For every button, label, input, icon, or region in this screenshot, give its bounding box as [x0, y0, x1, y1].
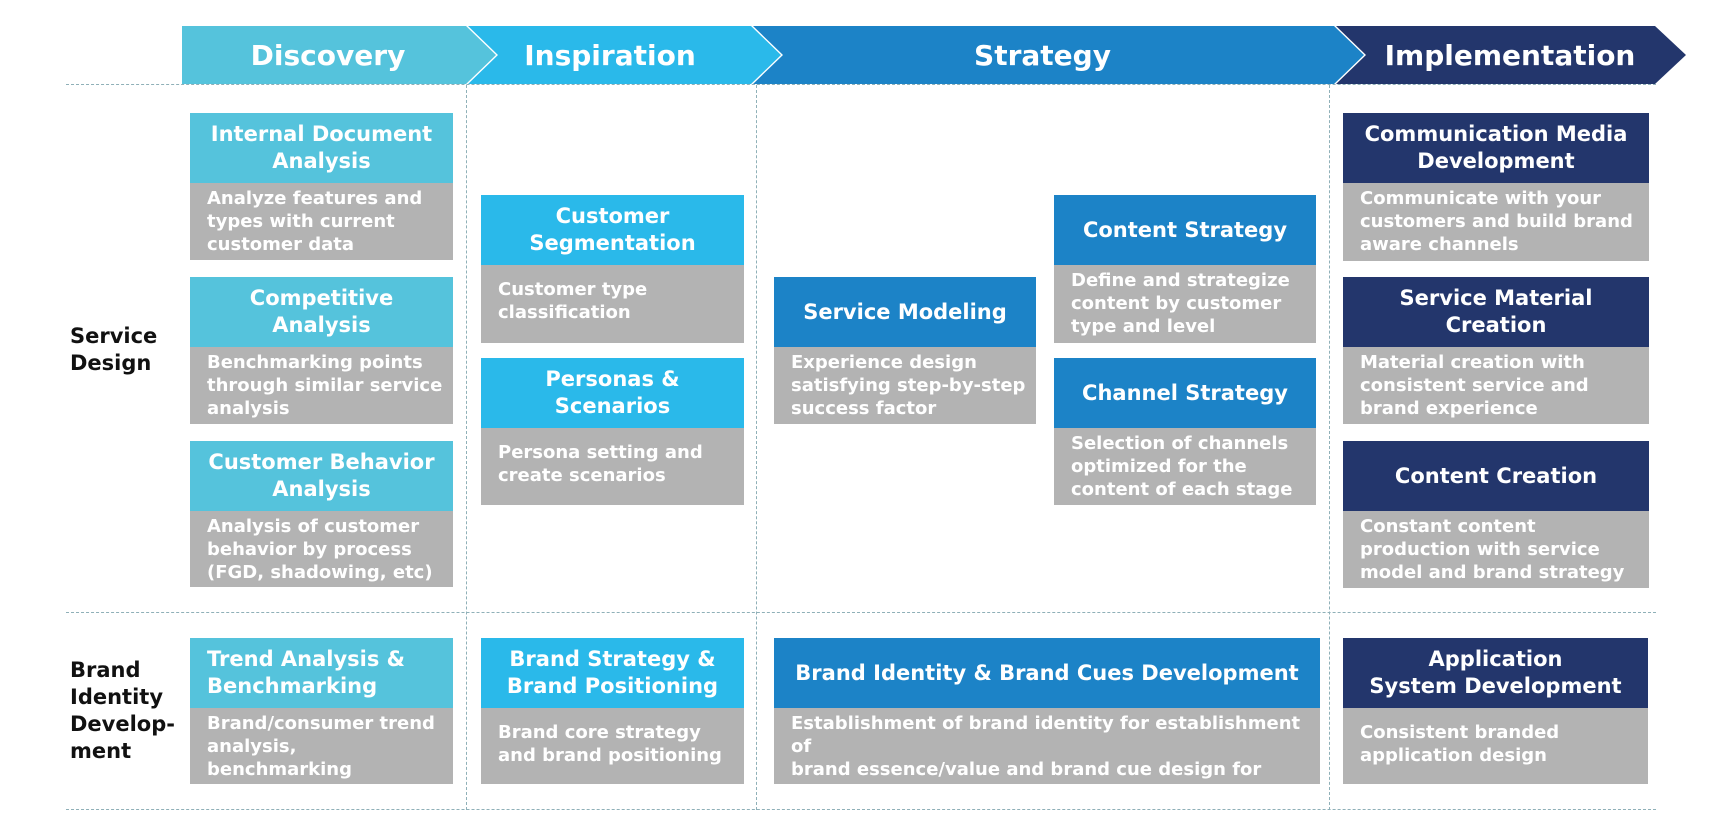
- grid-line: [66, 809, 1656, 810]
- card-title: Service Modeling: [774, 277, 1036, 347]
- phase-arrow-implementation: [1336, 26, 1686, 84]
- card-body: Benchmarking points through similar serv…: [190, 347, 453, 424]
- card-body: Consistent branded application design: [1343, 708, 1648, 784]
- card-application-system-development: Application System Development Consisten…: [1343, 638, 1648, 784]
- card-title: Channel Strategy: [1054, 358, 1316, 428]
- card-title: Communication Media Development: [1343, 113, 1649, 183]
- card-body: Define and strategize content by custome…: [1054, 265, 1316, 343]
- grid-line: [66, 84, 1656, 85]
- card-title: Content Creation: [1343, 441, 1649, 511]
- card-title: Trend Analysis & Benchmarking: [190, 638, 453, 708]
- card-brand-identity-cues-development: Brand Identity & Brand Cues Development …: [774, 638, 1320, 803]
- grid-line: [756, 85, 757, 810]
- card-title: Customer Segmentation: [481, 195, 744, 265]
- card-customer-segmentation: Customer Segmentation Customer type clas…: [481, 195, 744, 343]
- card-body: Brand/consumer trend analysis, benchmark…: [190, 708, 453, 803]
- card-communication-media-development: Communication Media Development Communic…: [1343, 113, 1649, 261]
- card-brand-strategy-positioning: Brand Strategy & Brand Positioning Brand…: [481, 638, 744, 784]
- grid-line: [1329, 85, 1330, 810]
- card-internal-document-analysis: Internal Document Analysis Analyze featu…: [190, 113, 453, 260]
- card-competitive-analysis: Competitive Analysis Benchmarking points…: [190, 277, 453, 424]
- card-content-creation: Content Creation Constant content produc…: [1343, 441, 1649, 588]
- phase-arrow-discovery: [182, 26, 496, 84]
- phase-inspiration: Inspiration: [470, 26, 750, 84]
- card-body: Experience design satisfying step-by-ste…: [774, 347, 1036, 424]
- card-channel-strategy: Channel Strategy Selection of channels o…: [1054, 358, 1316, 505]
- card-personas-scenarios: Personas & Scenarios Persona setting and…: [481, 358, 744, 505]
- phase-strategy: Strategy: [760, 26, 1325, 84]
- card-body: Establishment of brand identity for esta…: [774, 708, 1320, 803]
- card-title: Brand Strategy & Brand Positioning: [481, 638, 744, 708]
- row-label-service-design: Service Design: [70, 324, 158, 375]
- phase-arrow-inspiration: [468, 26, 781, 84]
- phase-label: Implementation: [1384, 38, 1636, 72]
- card-body: Material creation with consistent servic…: [1343, 347, 1649, 424]
- card-body: Customer type classification: [481, 265, 744, 343]
- phase-label: Inspiration: [524, 38, 696, 72]
- card-title: Service Material Creation: [1343, 277, 1649, 347]
- card-title: Application System Development: [1343, 638, 1648, 708]
- card-title: Personas & Scenarios: [481, 358, 744, 428]
- card-body: Brand core strategy and brand positionin…: [481, 708, 744, 784]
- card-customer-behavior-analysis: Customer Behavior Analysis Analysis of c…: [190, 441, 453, 587]
- card-body: Persona setting and create scenarios: [481, 428, 744, 505]
- phase-implementation: Implementation: [1350, 26, 1670, 84]
- grid-line: [466, 85, 467, 810]
- phase-discovery: Discovery: [182, 26, 474, 84]
- card-body: Selection of channels optimized for the …: [1054, 428, 1316, 505]
- card-title: Brand Identity & Brand Cues Development: [774, 638, 1320, 708]
- phase-arrow-strategy: [753, 26, 1364, 84]
- card-title: Competitive Analysis: [190, 277, 453, 347]
- card-body: Communicate with your customers and buil…: [1343, 183, 1649, 261]
- card-body: Analysis of customer behavior by process…: [190, 511, 453, 587]
- row-label-brand-identity: Brand Identity Develop- ment: [70, 658, 175, 763]
- card-content-strategy: Content Strategy Define and strategize c…: [1054, 195, 1316, 343]
- card-trend-analysis: Trend Analysis & Benchmarking Brand/cons…: [190, 638, 453, 803]
- phase-arrows: [182, 26, 1686, 84]
- card-service-modeling: Service Modeling Experience design satis…: [774, 277, 1036, 424]
- card-title: Content Strategy: [1054, 195, 1316, 265]
- grid-line: [66, 612, 1656, 613]
- card-title: Customer Behavior Analysis: [190, 441, 453, 511]
- card-body: Analyze features and types with current …: [190, 183, 453, 260]
- card-service-material-creation: Service Material Creation Material creat…: [1343, 277, 1649, 424]
- card-body: Constant content production with service…: [1343, 511, 1649, 588]
- card-title: Internal Document Analysis: [190, 113, 453, 183]
- phase-label: Strategy: [974, 38, 1111, 72]
- phase-label: Discovery: [250, 38, 406, 72]
